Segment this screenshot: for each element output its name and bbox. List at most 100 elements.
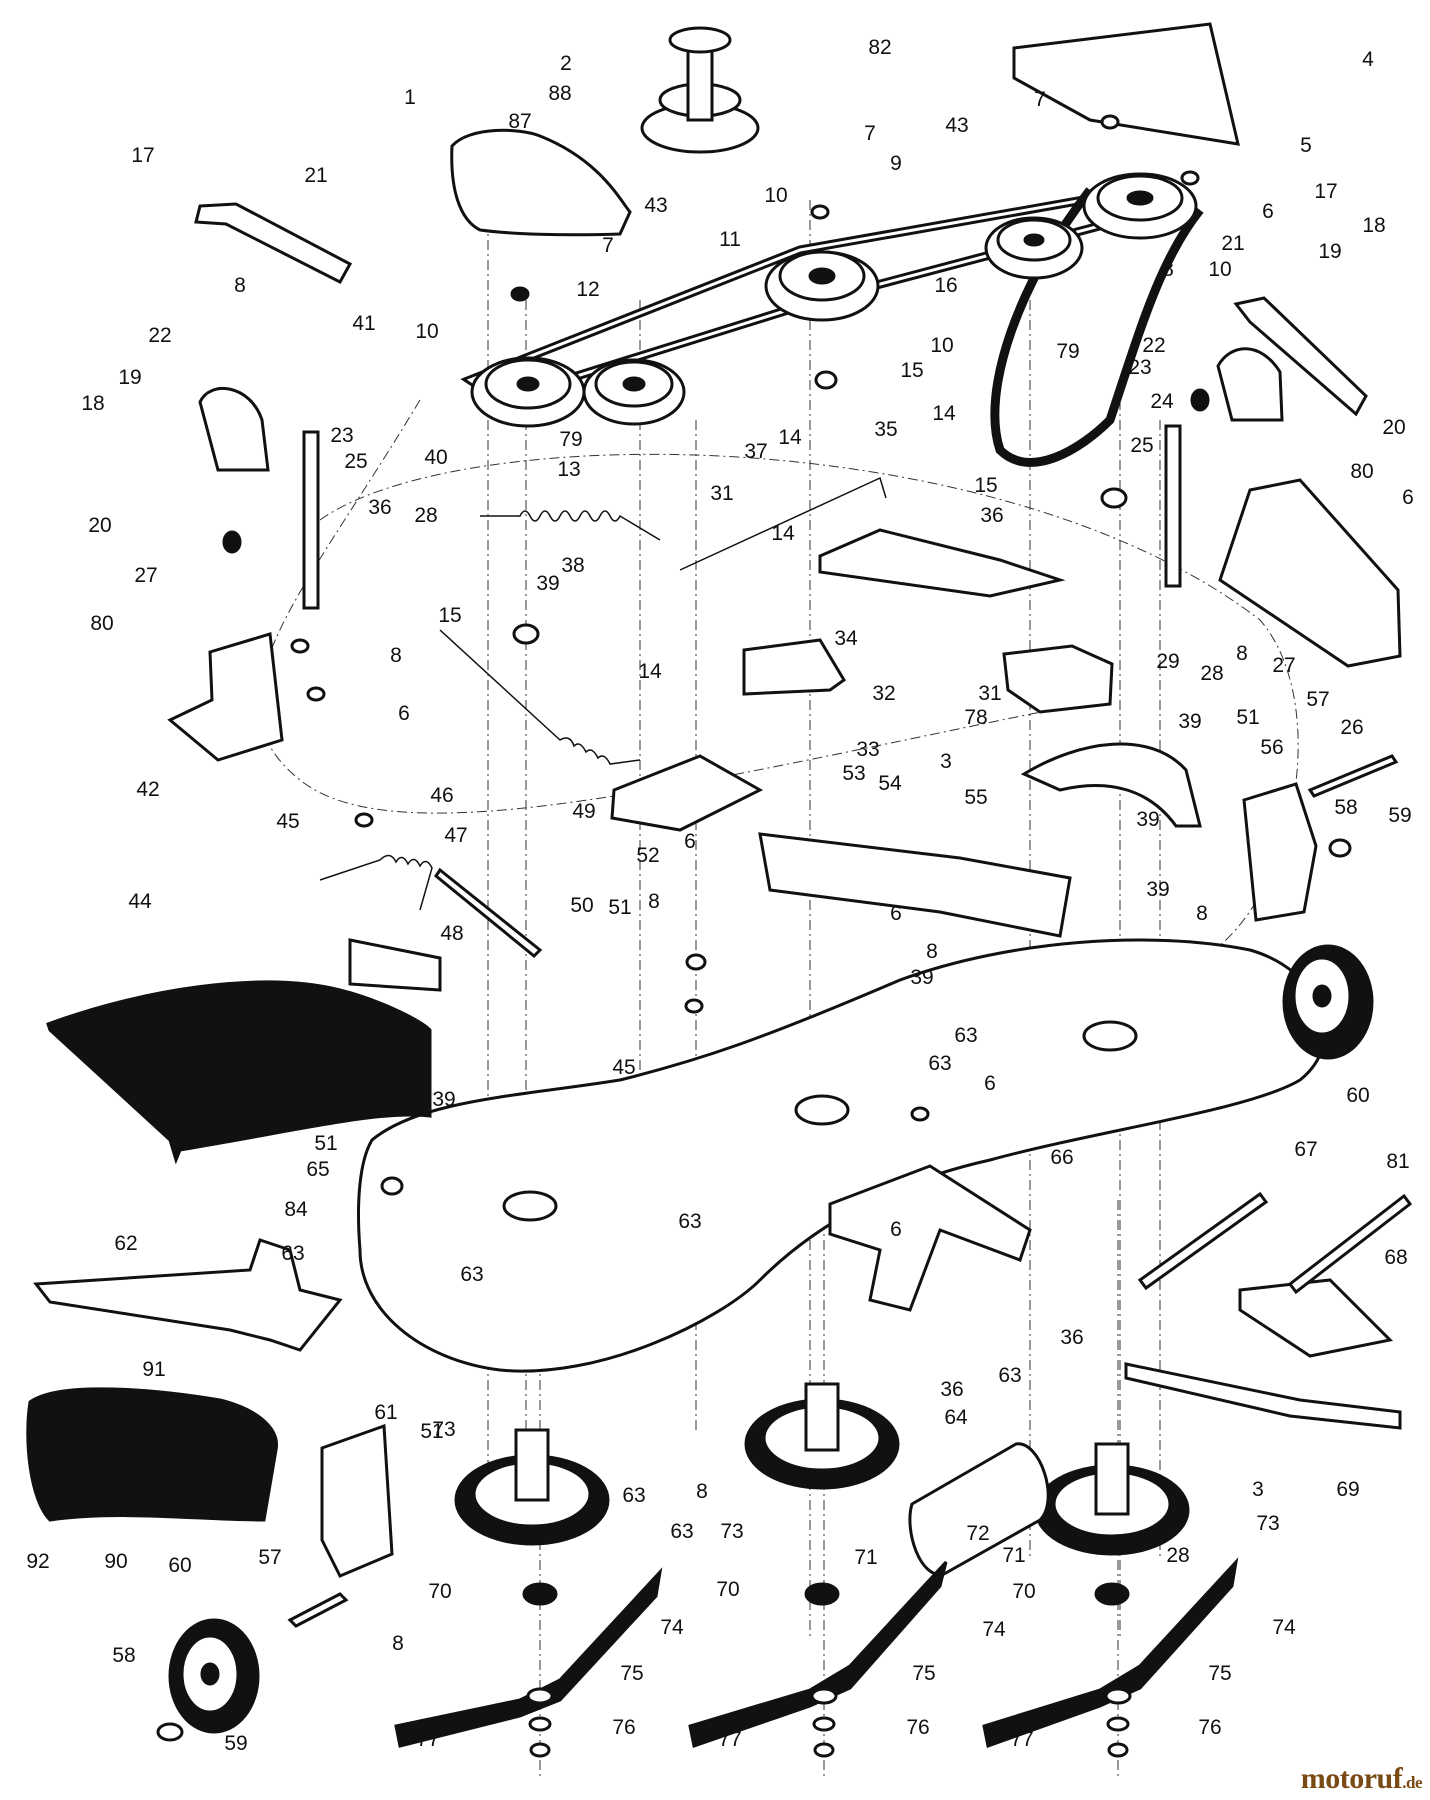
callout-51: 51 xyxy=(314,1132,337,1155)
callout-36: 36 xyxy=(368,496,391,519)
callout-6: 6 xyxy=(1402,486,1414,509)
callout-53: 53 xyxy=(842,762,865,785)
shield-78 xyxy=(1020,742,1202,828)
callout-67: 67 xyxy=(1294,1138,1317,1161)
discharge-chute xyxy=(46,980,432,1165)
mower-deck xyxy=(357,938,1327,1373)
callout-80: 80 xyxy=(90,612,113,635)
callout-14: 14 xyxy=(932,402,956,425)
callout-42: 42 xyxy=(136,778,159,801)
callout-81: 81 xyxy=(1386,1150,1409,1173)
callout-54: 54 xyxy=(878,772,902,795)
bracket-61 xyxy=(320,1423,394,1578)
watermark-tld: .de xyxy=(1402,1773,1422,1792)
callout-47: 47 xyxy=(444,824,467,847)
wheel-60-bottom xyxy=(168,1618,260,1734)
callout-36: 36 xyxy=(1060,1326,1083,1349)
callout-3: 3 xyxy=(940,750,952,773)
callout-6: 6 xyxy=(398,702,410,725)
callout-52: 52 xyxy=(636,844,659,867)
rod-67 xyxy=(1137,1191,1269,1291)
callout-5: 5 xyxy=(1300,134,1312,157)
pulley-top xyxy=(640,26,760,154)
callout-6: 6 xyxy=(890,1218,902,1241)
callout-31: 31 xyxy=(710,482,733,505)
callout-15: 15 xyxy=(974,474,997,497)
callout-6: 6 xyxy=(984,1072,996,1095)
callout-46: 46 xyxy=(430,784,453,807)
callout-70: 70 xyxy=(716,1578,739,1601)
callout-28: 28 xyxy=(1200,662,1223,685)
callout-71: 71 xyxy=(1002,1544,1025,1567)
callout-25: 25 xyxy=(344,450,367,473)
callout-79: 79 xyxy=(1056,340,1079,363)
callout-39: 39 xyxy=(1178,710,1201,733)
spindle-73-left xyxy=(454,1428,610,1546)
callout-68: 68 xyxy=(1384,1246,1407,1269)
callout-48: 48 xyxy=(440,922,463,945)
spring-49 xyxy=(439,629,641,765)
watermark-brand: motoruf xyxy=(1300,1762,1403,1795)
wheel-60-top xyxy=(1282,944,1374,1060)
callout-73: 73 xyxy=(1256,1512,1279,1535)
callout-84: 84 xyxy=(284,1198,308,1221)
callout-63: 63 xyxy=(670,1520,693,1543)
callout-8: 8 xyxy=(390,644,402,667)
bracket-29 xyxy=(1002,644,1114,714)
axle-57-bottom xyxy=(287,1592,349,1628)
callout-92: 92 xyxy=(26,1550,49,1573)
callout-44: 44 xyxy=(128,890,152,913)
callout-37: 37 xyxy=(744,440,767,463)
callout-63: 63 xyxy=(954,1024,977,1047)
bracket-66 xyxy=(828,1164,1032,1312)
callout-28: 28 xyxy=(414,504,437,527)
idler-arm-left xyxy=(194,202,353,284)
callout-61: 61 xyxy=(374,1401,397,1424)
callout-21: 21 xyxy=(1221,232,1244,255)
callout-74: 74 xyxy=(1272,1616,1296,1639)
arm-25-right xyxy=(1164,424,1182,588)
callout-63: 63 xyxy=(622,1484,645,1507)
callout-57: 57 xyxy=(1306,688,1329,711)
callout-41: 41 xyxy=(352,312,375,335)
callout-77: 77 xyxy=(416,1728,439,1751)
callout-88: 88 xyxy=(548,82,571,105)
callout-22: 22 xyxy=(148,324,171,347)
callout-7: 7 xyxy=(1034,88,1046,111)
callout-59: 59 xyxy=(224,1732,247,1755)
callout-17: 17 xyxy=(131,144,154,167)
callout-9: 9 xyxy=(890,152,902,175)
callout-23: 23 xyxy=(1128,356,1151,379)
callout-51: 51 xyxy=(420,1420,443,1443)
callout-22: 22 xyxy=(1142,334,1165,357)
callout-31: 31 xyxy=(978,682,1001,705)
callout-17: 17 xyxy=(1314,180,1337,203)
callout-49: 49 xyxy=(572,800,595,823)
rod-81 xyxy=(1287,1193,1413,1295)
callout-63: 63 xyxy=(460,1263,483,1286)
callout-71: 71 xyxy=(854,1546,877,1569)
blade-74-right xyxy=(982,1557,1239,1748)
idler-pulley-16 xyxy=(984,216,1084,280)
callout-55: 55 xyxy=(964,786,987,809)
bracket-56 xyxy=(1242,782,1318,922)
callout-18: 18 xyxy=(1362,214,1385,237)
callout-20: 20 xyxy=(1382,416,1405,439)
callout-60: 60 xyxy=(1346,1084,1369,1107)
callout-34: 34 xyxy=(834,627,858,650)
callout-39: 39 xyxy=(1146,878,1169,901)
bar-35 xyxy=(818,528,1066,598)
callout-60: 60 xyxy=(168,1554,191,1577)
callout-6: 6 xyxy=(1262,200,1274,223)
callout-16: 16 xyxy=(934,274,957,297)
callout-12: 12 xyxy=(576,278,599,301)
callout-51: 51 xyxy=(608,896,631,919)
callout-58: 58 xyxy=(112,1644,135,1667)
pulley-right xyxy=(1082,172,1198,240)
deck-spindle-hole-left xyxy=(502,1190,558,1222)
callout-14: 14 xyxy=(778,426,802,449)
callout-8: 8 xyxy=(1196,902,1208,925)
idler-arm-right xyxy=(1233,296,1368,417)
callout-90: 90 xyxy=(104,1550,127,1573)
